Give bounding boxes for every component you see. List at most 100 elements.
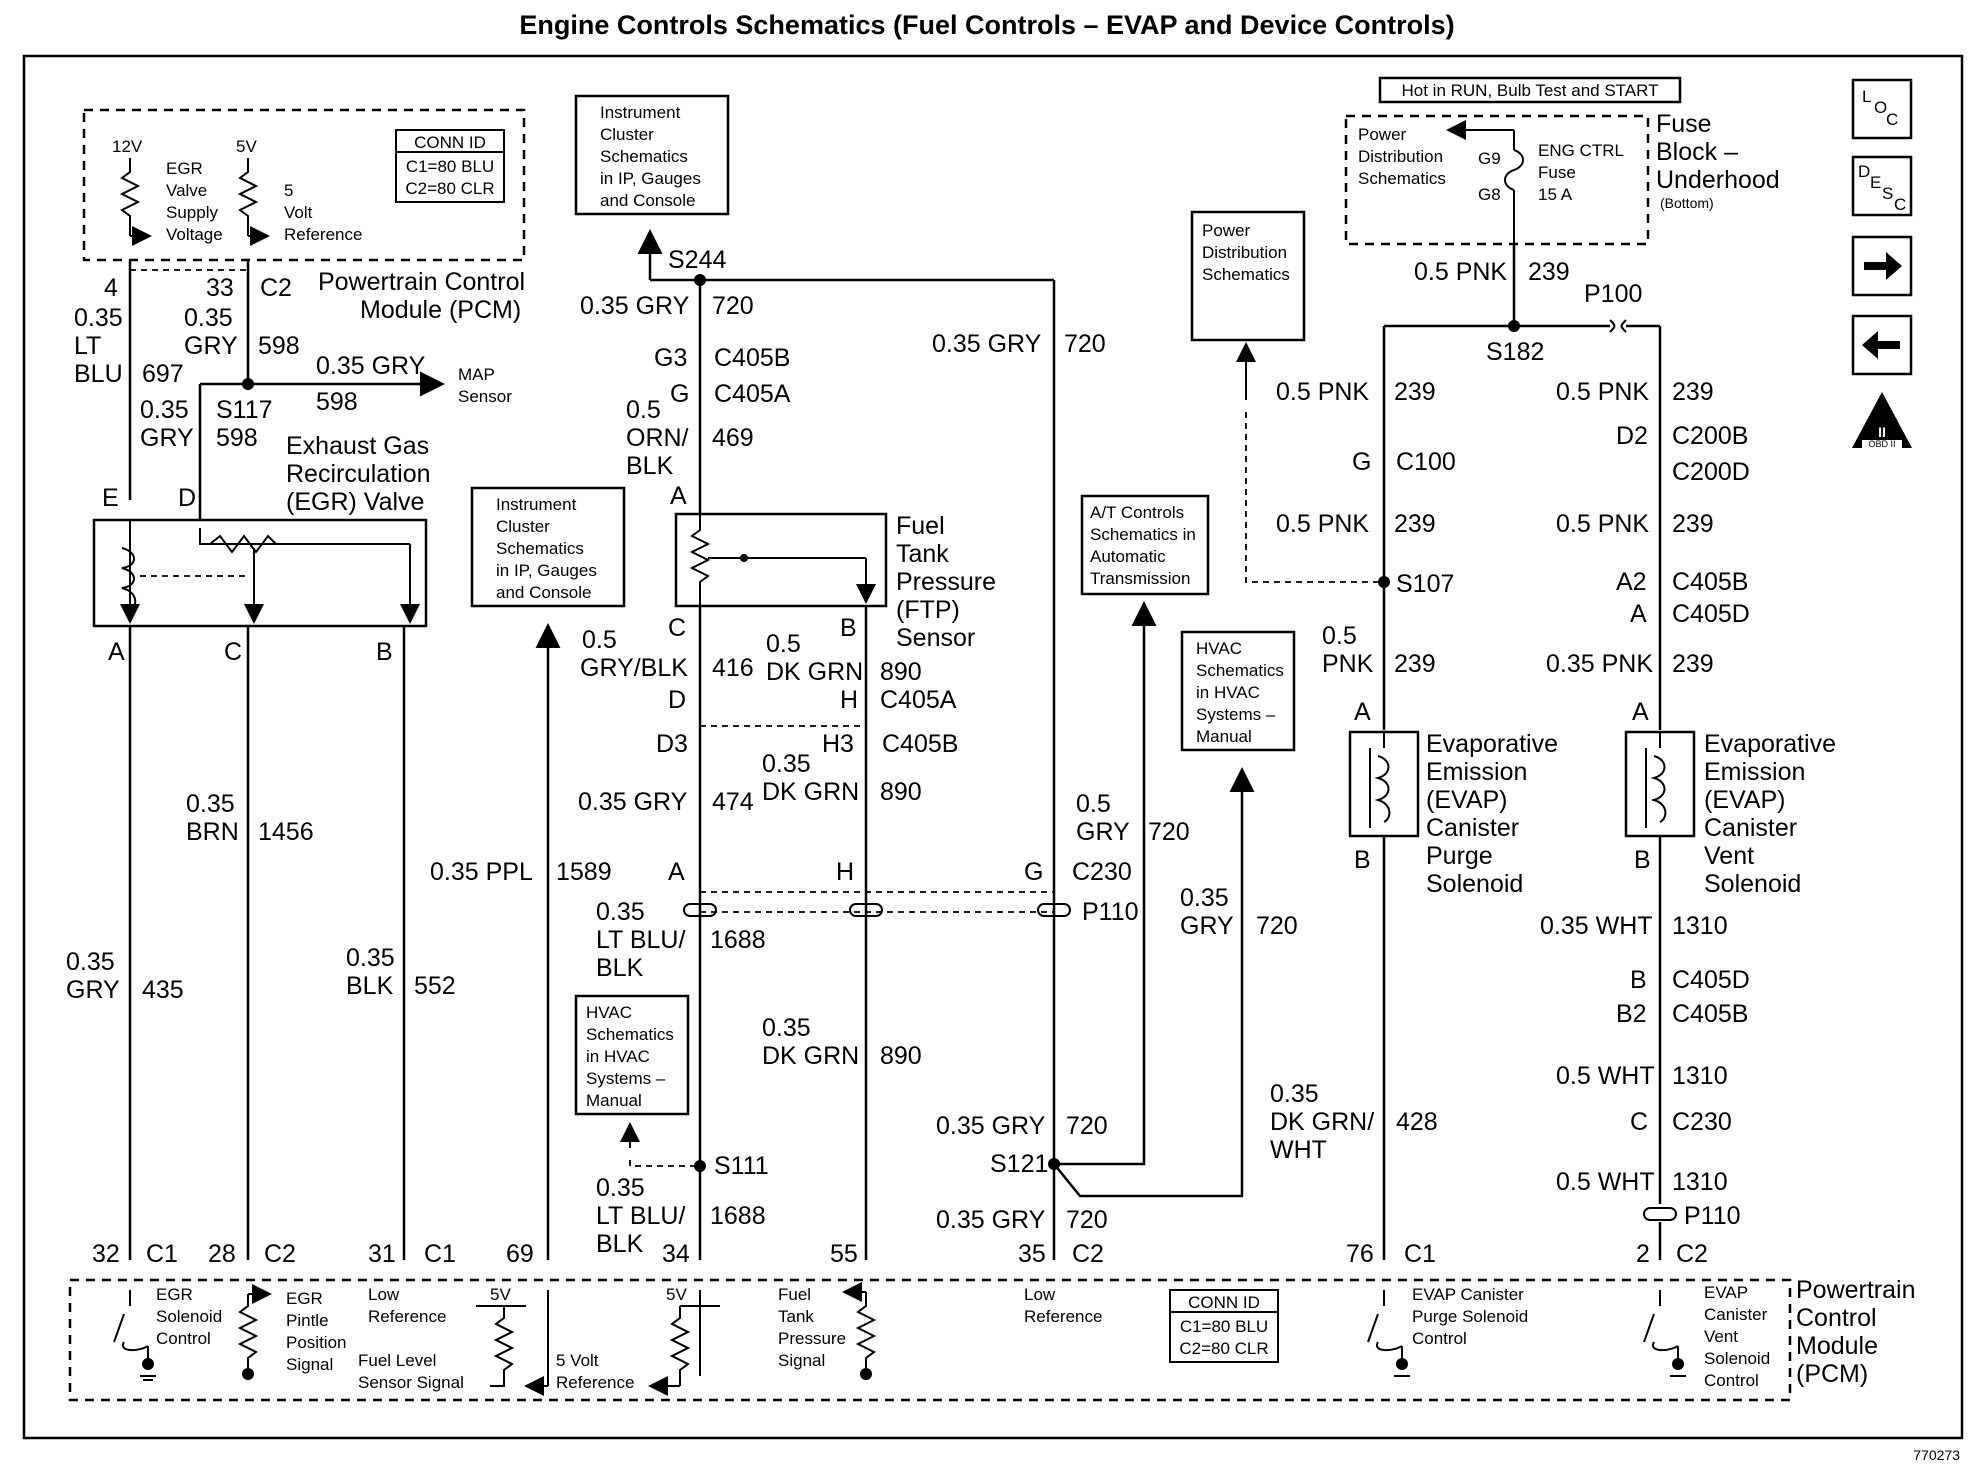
svg-text:in IP, Gauges: in IP, Gauges: [496, 561, 597, 580]
svg-text:C100: C100: [1396, 448, 1456, 476]
evap-wiring: 0.5 PNK 239 S182 P100 0.5 PNK 239 0.5 PN…: [1276, 244, 1750, 730]
svg-text:Low: Low: [368, 1285, 400, 1304]
ftp-sensor: Fuel Tank Pressure (FTP) Sensor C B: [668, 512, 996, 652]
svg-text:C405D: C405D: [1672, 966, 1750, 994]
previous-arrow-icon[interactable]: [1851, 314, 1913, 376]
pcm-label-top: Powertrain Control: [318, 268, 525, 296]
svg-text:Schematics: Schematics: [1202, 265, 1290, 284]
page-title: Engine Controls Schematics (Fuel Control…: [519, 10, 1454, 40]
svg-text:0.5: 0.5: [582, 626, 617, 654]
svg-text:CONN ID: CONN ID: [1188, 1293, 1260, 1312]
svg-text:A: A: [1354, 698, 1371, 726]
svg-text:Instrument: Instrument: [496, 495, 577, 514]
s182-splice: S182: [1486, 338, 1544, 366]
svg-text:Fuel Level: Fuel Level: [358, 1351, 436, 1370]
loc-icon[interactable]: LOC: [1851, 78, 1913, 140]
svg-text:C405B: C405B: [1672, 568, 1748, 596]
svg-text:Volt: Volt: [284, 203, 313, 222]
svg-text:C200B: C200B: [1672, 422, 1748, 450]
svg-text:720: 720: [1066, 1206, 1108, 1234]
hvac-box-left[interactable]: HVAC Schematics in HVAC Systems – Manual: [574, 994, 690, 1116]
svg-text:EGR: EGR: [286, 1289, 323, 1308]
svg-text:B: B: [1634, 846, 1651, 874]
egr-valve-label: Exhaust Gas: [286, 432, 429, 460]
svg-text:720: 720: [1066, 1112, 1108, 1140]
svg-text:G9: G9: [1478, 149, 1501, 168]
svg-text:B: B: [840, 614, 857, 642]
svg-text:0.5 PNK: 0.5 PNK: [1556, 378, 1649, 406]
svg-text:Systems –: Systems –: [586, 1069, 666, 1088]
svg-text:C405B: C405B: [1672, 1000, 1748, 1028]
svg-text:890: 890: [880, 778, 922, 806]
svg-text:GRY: GRY: [140, 424, 194, 452]
svg-text:Vent: Vent: [1704, 1327, 1738, 1346]
svg-text:1310: 1310: [1672, 912, 1728, 940]
svg-text:Sensor: Sensor: [458, 387, 512, 406]
svg-text:Reference: Reference: [284, 225, 362, 244]
svg-text:G8: G8: [1478, 185, 1501, 204]
svg-text:H3: H3: [822, 730, 854, 758]
fuse-block-label: Fuse: [1656, 110, 1712, 138]
svg-text:Cluster: Cluster: [600, 125, 654, 144]
svg-text:C2=80 CLR: C2=80 CLR: [405, 179, 494, 198]
svg-text:0.5: 0.5: [766, 630, 801, 658]
svg-text:239: 239: [1394, 650, 1436, 678]
svg-text:(EVAP): (EVAP): [1426, 786, 1508, 814]
svg-text:S: S: [1882, 184, 1893, 203]
egr-valve: A C B: [92, 518, 428, 666]
svg-text:15 A: 15 A: [1538, 185, 1573, 204]
svg-text:Reference: Reference: [1024, 1307, 1102, 1326]
next-arrow-icon[interactable]: [1851, 235, 1913, 297]
ftp-sensor-label: Fuel: [896, 512, 945, 540]
at-controls-box[interactable]: A/T Controls Schematics in Automatic Tra…: [1080, 494, 1210, 596]
evap-purge-solenoid: Evaporative Emission (EVAP) Canister Pur…: [1348, 730, 1558, 898]
svg-text:BRN: BRN: [186, 818, 239, 846]
egr-wiring: 0.35 LT BLU 697 0.35 GRY 598 0.35 GRY 59…: [74, 260, 512, 520]
svg-text:239: 239: [1672, 378, 1714, 406]
svg-text:0.35 WHT: 0.35 WHT: [1540, 912, 1653, 940]
hvac-box-right[interactable]: HVAC Schematics in HVAC Systems – Manual: [1180, 630, 1296, 752]
power-distribution-box[interactable]: Power Distribution Schematics: [1190, 210, 1306, 342]
fuse-block: Hot in RUN, Bulb Test and START Power Di…: [1344, 76, 1780, 246]
svg-text:1456: 1456: [258, 818, 314, 846]
svg-text:Schematics: Schematics: [496, 539, 584, 558]
svg-text:D3: D3: [656, 730, 688, 758]
svg-text:in IP, Gauges: in IP, Gauges: [600, 169, 701, 188]
svg-text:Emission: Emission: [1426, 758, 1527, 786]
svg-text:C1: C1: [1404, 1240, 1436, 1268]
svg-text:239: 239: [1394, 378, 1436, 406]
svg-text:C1: C1: [146, 1240, 178, 1268]
svg-text:Position: Position: [286, 1333, 346, 1352]
svg-text:239: 239: [1528, 258, 1570, 286]
svg-text:Control: Control: [1412, 1329, 1467, 1348]
svg-text:LT: LT: [74, 332, 101, 360]
svg-text:Tank: Tank: [896, 540, 949, 568]
svg-text:0.5 WHT: 0.5 WHT: [1556, 1168, 1655, 1196]
svg-text:C2: C2: [1676, 1240, 1708, 1268]
instrument-cluster-box-top[interactable]: Instrument Cluster Schematics in IP, Gau…: [574, 94, 730, 216]
svg-text:0.35 GRY: 0.35 GRY: [316, 352, 426, 380]
svg-text:E: E: [102, 484, 119, 512]
svg-text:Schematics in: Schematics in: [1090, 525, 1196, 544]
svg-text:ENG CTRL: ENG CTRL: [1538, 141, 1624, 160]
svg-text:Pintle: Pintle: [286, 1311, 329, 1330]
s121-splice: S121: [990, 1150, 1048, 1178]
instrument-cluster-box-mid[interactable]: Instrument Cluster Schematics in IP, Gau…: [470, 486, 626, 608]
svg-text:C2=80 CLR: C2=80 CLR: [1179, 1339, 1268, 1358]
svg-text:BLU: BLU: [74, 360, 123, 388]
bottom-pcm-block: 32 C1 28 C2 31 C1 69 34 55 35 C2 76 C1 2…: [68, 1240, 1916, 1402]
svg-text:Emission: Emission: [1704, 758, 1805, 786]
p110-connector-evap: P110: [1684, 1202, 1741, 1230]
ftp-wiring: S244 0.35 GRY 720 G3 C405B G C405A 0.5 O…: [580, 229, 1106, 1260]
svg-text:474: 474: [712, 788, 754, 816]
svg-text:Automatic: Automatic: [1090, 547, 1166, 566]
svg-text:PNK: PNK: [1322, 650, 1374, 678]
svg-text:B: B: [376, 638, 393, 666]
svg-text:P110: P110: [1082, 898, 1139, 926]
s107-splice: S107: [1396, 570, 1454, 598]
obd-ii-icon[interactable]: II OBD II: [1852, 392, 1912, 449]
svg-text:LT BLU/: LT BLU/: [596, 926, 685, 954]
svg-text:Cluster: Cluster: [496, 517, 550, 536]
svg-text:Tank: Tank: [778, 1307, 814, 1326]
